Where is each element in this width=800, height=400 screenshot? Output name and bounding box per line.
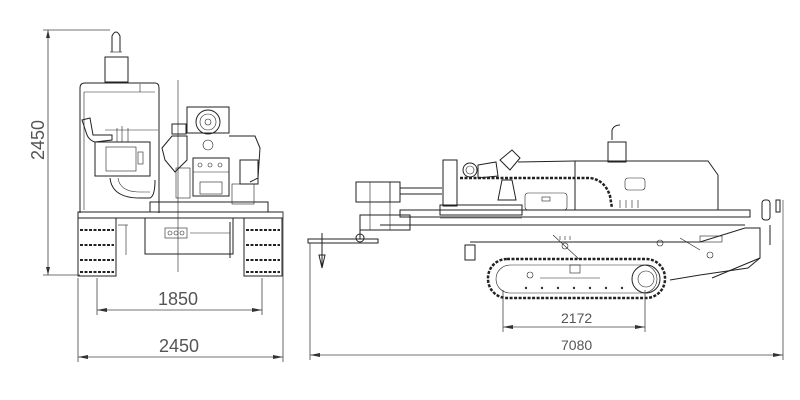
overall-width-dim-label: 2450 (159, 336, 199, 356)
track-length-dim-label: 2172 (561, 310, 592, 326)
track-gauge-dim-label: 1850 (158, 289, 198, 309)
overall-length-dim-label: 7080 (561, 337, 592, 353)
front-height-dim-label: 2450 (28, 120, 48, 160)
left-track (77, 217, 117, 277)
side-view: 2172 7080 (307, 124, 784, 360)
front-view: 2450 1850 2450 (28, 29, 284, 362)
right-track (243, 217, 283, 277)
crawler-track (486, 257, 667, 300)
